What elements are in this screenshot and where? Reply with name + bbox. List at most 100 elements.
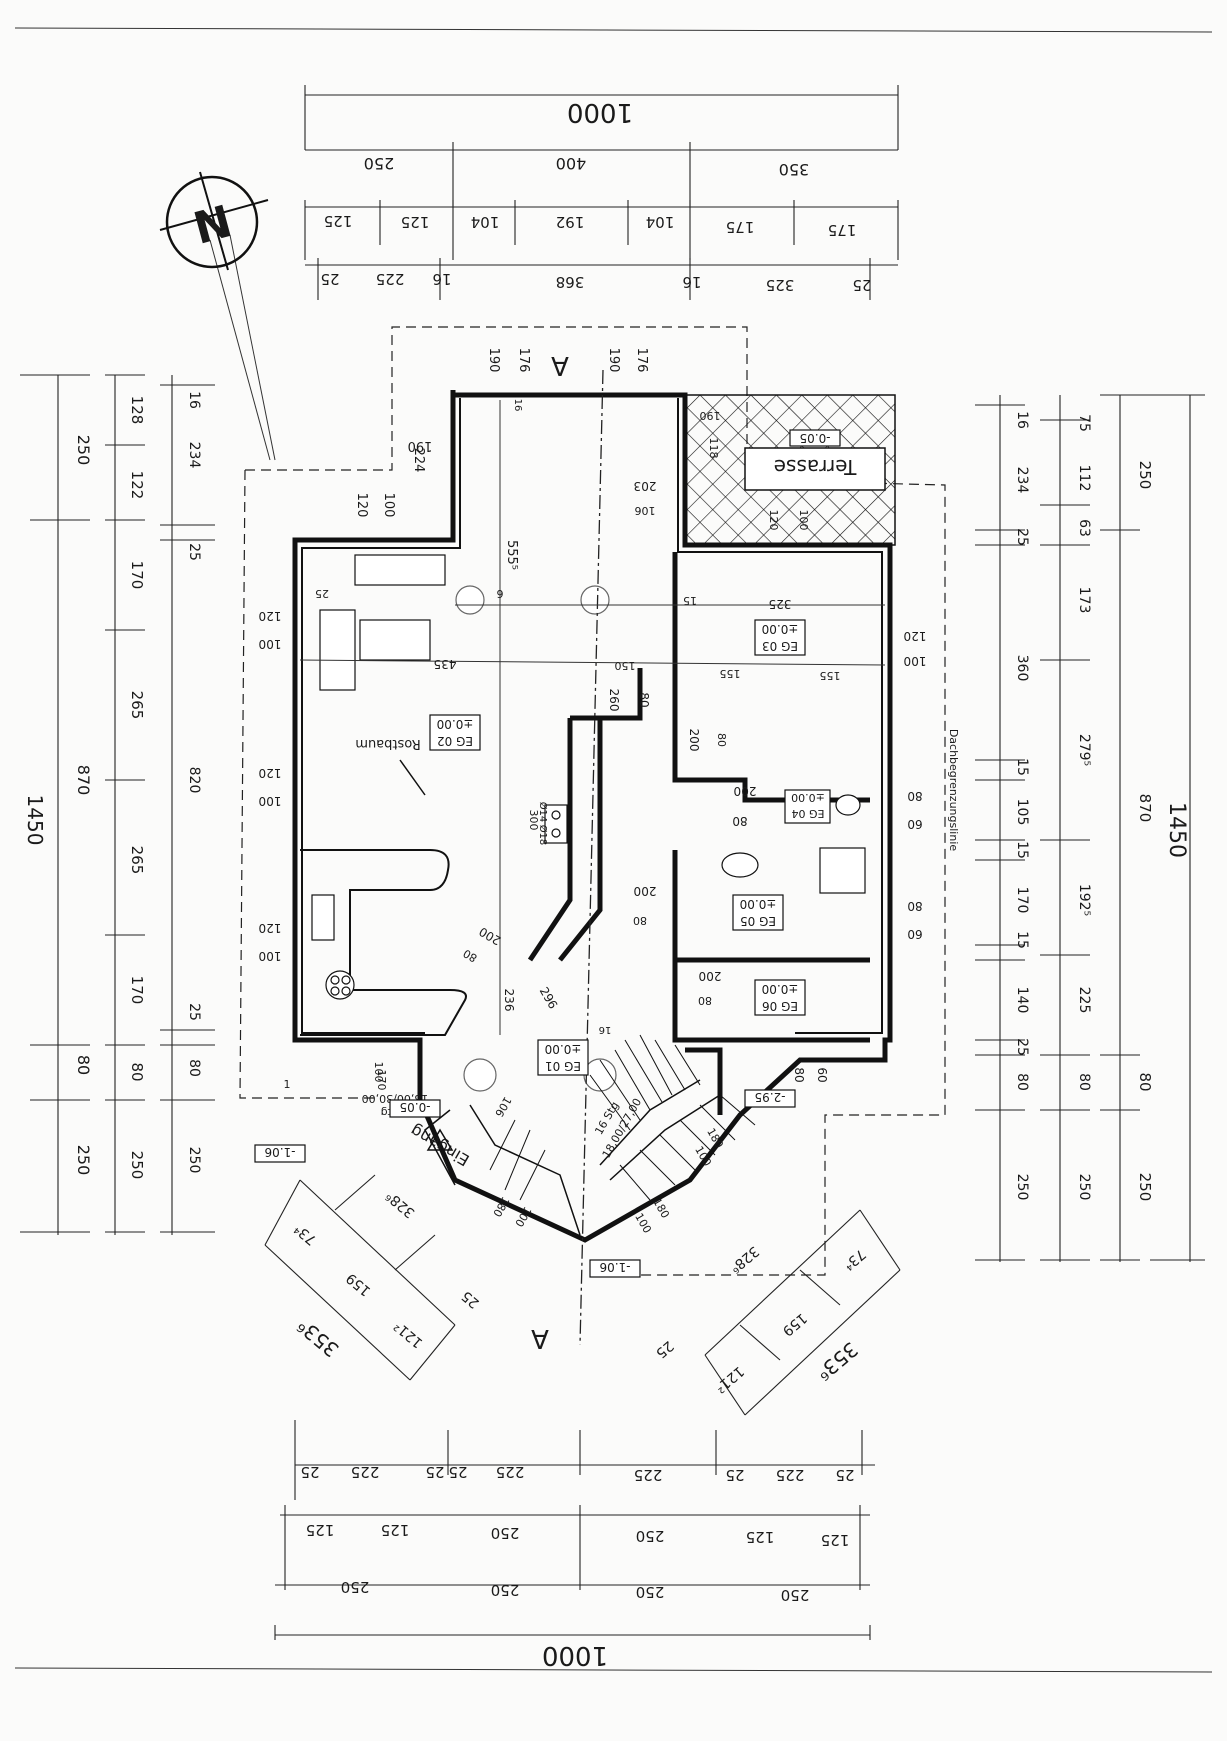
staircase: 16 Stg 18,00/27,00 6 Stg 18,00/30,00 170… [284,1034,756,1236]
dim-bot-r2-1: 250 [341,1578,370,1596]
dim-bottom-total: 1000 [542,1640,608,1670]
int-118: 118 [707,438,720,459]
dim-right-c4-1: 16 [1014,411,1030,429]
dim-bot-r4-7: 25 [725,1466,744,1484]
dim-right-c3-4: 173 [1076,587,1092,614]
border-line-bottom [14,1667,1213,1673]
int-100d: 100 [259,949,282,963]
room-eg05-code: EG 05 [740,914,776,928]
int-203: 203 [634,479,657,493]
dim-left-c3-6: 80 [186,1059,202,1077]
int-100h: 100 [632,1211,654,1236]
dim-top-r4-3: 16 [432,270,451,288]
int-106: 106 [635,504,656,517]
dim-diag-right-3: 159 [779,1310,810,1339]
dim-top-r3-7: 175 [828,221,857,239]
room-eg02-level: ±0.00 [437,717,474,731]
dim-right-c3-7: 225 [1076,987,1092,1014]
dim-right-c4-3: 25 [1014,528,1030,546]
dim-top-r3-6: 175 [726,218,755,236]
section-label-bottom: A [531,1323,549,1353]
dim-right-c3-5: 279⁵ [1076,734,1092,766]
stair-num-170: 170 [375,1070,388,1091]
dim-diag-right-2: 121² [712,1363,747,1396]
int-176b: 176 [634,348,649,373]
dim-top-r4-6: 325 [766,276,795,294]
int-80c: 80 [732,814,747,828]
dim-right-c3-2: 112 [1076,465,1092,492]
north-arrow-icon: N [159,171,276,461]
dim-top-r3-1: 125 [324,212,353,230]
dim-top-r2-2: 400 [556,154,587,173]
dim-bot-r3-4: 250 [636,1527,665,1545]
dim-top-r2-3: 350 [779,160,810,179]
top-dimensions: 1000 250 400 350 125 125 104 192 104 175… [304,85,899,300]
dim-right-c4-5: 15 [1014,758,1030,776]
int-100f: 100 [372,1062,385,1083]
int-120b: 120 [259,609,282,623]
int-200b: 200 [734,784,757,798]
int-120e: 120 [904,629,927,643]
int-100b: 100 [259,637,282,651]
int-224: 224 [411,448,426,473]
int-236: 236 [502,989,516,1012]
dim-right-total: 1450 [1164,802,1189,858]
dim-right-c3-1: 75 [1076,414,1092,432]
dim-diag-right-1: 353⁶ [812,1337,863,1385]
dim-left-c2-4: 265 [128,691,146,720]
dim-top-r4-4: 368 [556,273,585,291]
int-120: 120 [354,493,369,518]
int-555: 555⁵ [504,540,519,570]
dim-left-c3-3: 25 [186,543,202,561]
int-80e: 80 [633,914,647,927]
int-80d: 80 [907,789,922,803]
dim-left-c2-6: 170 [128,976,146,1005]
int-176: 176 [516,348,531,373]
diagonal-dimensions-right: 353⁶ 121² 159 73⁴ 328⁶ 25 [652,1209,901,1416]
dim-diag-left-1: 353⁶ [293,1314,344,1362]
int-200e: 200 [477,924,504,948]
room-eg03-code: EG 03 [762,639,798,653]
int-14: Ø14 [537,802,549,823]
int-15: 15 [683,594,697,607]
level-295: -2.95 [754,1090,785,1104]
eingang-label: Eingang [407,1121,473,1170]
walls [292,390,893,1243]
int-25: 25 [315,587,329,600]
dim-left-total: 1450 [23,795,47,846]
int-80b: 80 [715,733,728,747]
dim-diag-left-5: 328⁶ [383,1187,418,1220]
room-eg04-level: ±0.00 [791,791,825,804]
int-200d: 200 [699,969,722,983]
dim-right-c2-1: 250 [1136,461,1154,490]
bottom-dimensions: 25 225 25 25 225 225 25 225 25 125 125 2… [274,1420,875,1670]
dim-right-c2-3: 80 [1136,1072,1154,1091]
dim-left-c1-1: 250 [74,435,93,466]
dim-left-c2-8: 250 [128,1151,146,1180]
room-eg03-level: ±0.00 [762,622,799,636]
room-eg06-code: EG 06 [762,999,798,1013]
dim-left-c3-5: 25 [186,1003,202,1021]
int-190c: 190 [408,438,433,453]
dim-left-c3-7: 250 [186,1147,202,1174]
dim-top-r4-2: 225 [376,270,405,288]
int-325: 325 [769,597,792,611]
terrasse-label: Terrasse [774,455,858,479]
int-100c: 100 [259,794,282,808]
dim-top-total: 1000 [567,97,633,127]
room-eg01-level: ±0.00 [545,1042,582,1056]
dim-diag-right-5: 328⁶ [727,1243,762,1276]
int-260: 260 [607,689,621,712]
int-6: 6 [497,587,504,600]
int-16: 16 [512,399,523,412]
int-106b: 106 [492,1094,514,1119]
dim-right-c4-6: 105 [1014,799,1030,826]
int-296: 296 [537,985,561,1012]
rostbaum-label: Rostbaum [355,736,420,751]
dim-right-c4-10: 140 [1014,987,1030,1014]
int-80g: 80 [698,994,712,1007]
dim-bot-r4-2: 225 [351,1463,380,1481]
int-435: 435 [434,657,457,671]
room-eg04-code: EG 04 [792,807,825,820]
